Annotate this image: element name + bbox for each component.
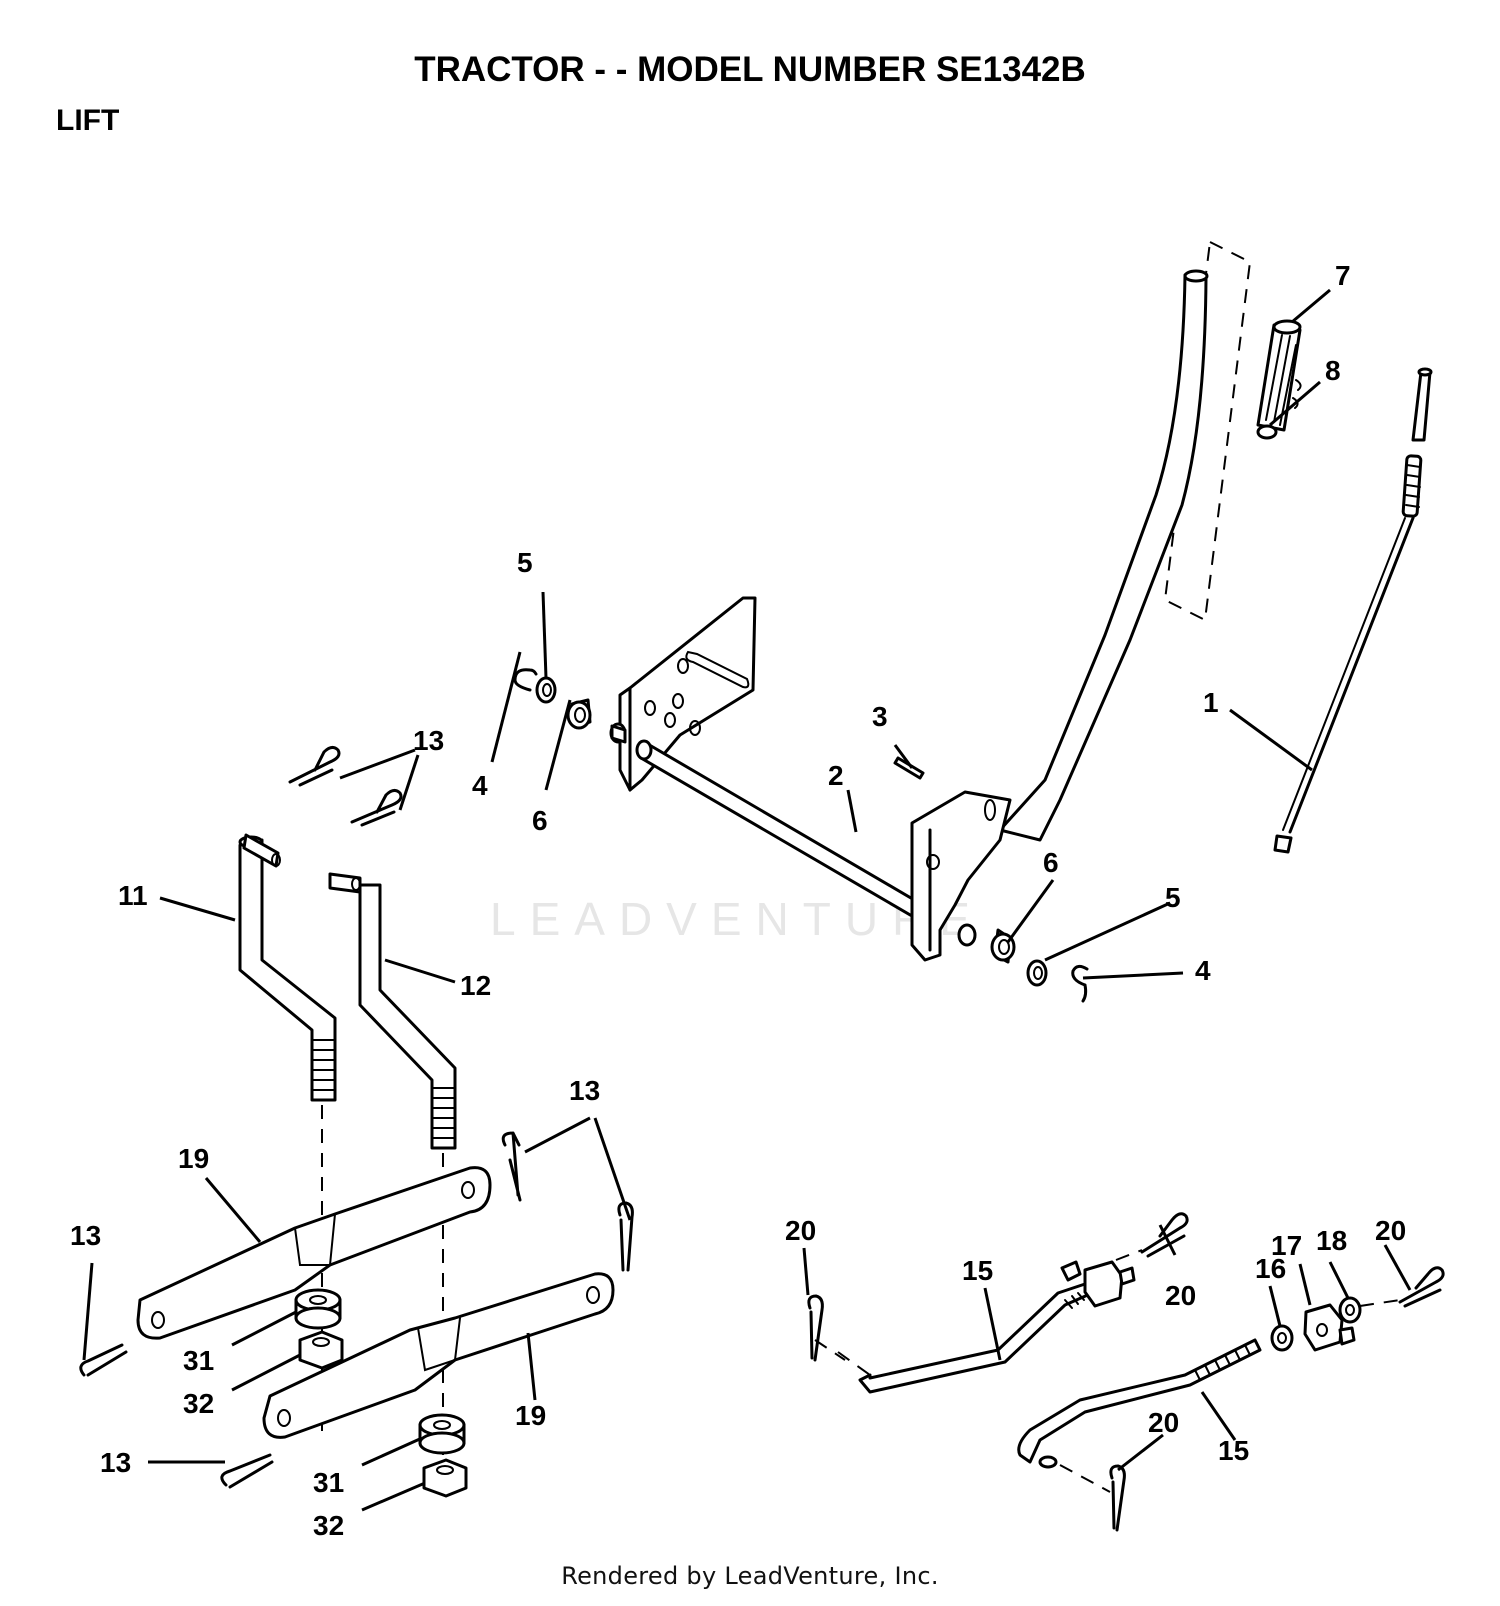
- part-5-washer-right: [1026, 959, 1048, 987]
- section-label: LIFT: [56, 104, 120, 137]
- part-11-lift-link: [238, 833, 337, 1102]
- part-31-spacer-right: [418, 1413, 466, 1455]
- callout-2: 2: [828, 760, 844, 791]
- callout-20-d: 20: [1148, 1407, 1179, 1438]
- part-32-nut-right: [422, 1458, 468, 1498]
- callout-19-upper: 19: [178, 1143, 209, 1174]
- leader-lines: [82, 288, 1412, 1512]
- callouts: 1 2 3 4 4 5 5 6 6 7 8 11 12 13 13 13 13 …: [70, 260, 1406, 1541]
- callout-11: 11: [118, 880, 148, 911]
- part-13-hairpin-6: [220, 1453, 274, 1489]
- mounting-plate: [618, 596, 757, 792]
- part-13-hairpin-3: [501, 1131, 522, 1202]
- part-6-bearing-left: [566, 698, 592, 730]
- callout-4-right: 4: [1195, 955, 1211, 986]
- part-13-hairpin-1: [288, 745, 341, 787]
- callout-5-right: 5: [1165, 882, 1181, 913]
- part-19-lift-arm-lower: [262, 1272, 615, 1439]
- part-13-hairpin-2: [350, 788, 403, 827]
- callout-13-a: 13: [413, 725, 444, 756]
- callout-5-left: 5: [517, 547, 533, 578]
- callout-4-left: 4: [472, 770, 488, 801]
- upper-rod-block: [1060, 1260, 1136, 1308]
- callout-13-d: 13: [100, 1447, 131, 1478]
- part-15-rod-upper: [837, 1282, 1092, 1394]
- part-17-trunnion: [1303, 1303, 1356, 1352]
- part-7-handle-grip: [1256, 319, 1302, 432]
- part-8-cap: [1256, 424, 1278, 440]
- callout-20-b: 20: [1165, 1280, 1196, 1311]
- callout-16: 16: [1255, 1253, 1286, 1284]
- callout-3: 3: [872, 701, 888, 732]
- part-12-lift-link: [328, 872, 457, 1150]
- callout-32-right: 32: [313, 1510, 344, 1541]
- callout-18: 18: [1316, 1225, 1347, 1256]
- part-31-spacer-left: [294, 1288, 342, 1330]
- callout-6-right: 6: [1043, 847, 1059, 878]
- callout-15-upper: 15: [962, 1255, 993, 1286]
- part-20-clip-1: [807, 1294, 846, 1362]
- part-1-lift-rod: [1273, 367, 1433, 854]
- part-15-rod-lower: [1017, 1338, 1262, 1469]
- part-18-washer: [1338, 1296, 1362, 1324]
- part-6-bearing-right: [957, 923, 1016, 964]
- callout-6-left: 6: [532, 805, 548, 836]
- callout-32-left: 32: [183, 1388, 214, 1419]
- lift-lever-tube: [998, 269, 1209, 842]
- callout-13-b: 13: [569, 1075, 600, 1106]
- part-13-hairpin-4: [617, 1201, 634, 1272]
- callout-19-lower: 19: [515, 1400, 546, 1431]
- callout-17: 17: [1271, 1230, 1302, 1261]
- callout-20-a: 20: [785, 1215, 816, 1246]
- part-4-retaining-ring-left: [513, 668, 538, 692]
- phantom-handle-outline: [1163, 240, 1252, 622]
- part-20-clip-2: [1115, 1212, 1189, 1261]
- diagram-title: TRACTOR - - MODEL NUMBER SE1342B: [414, 50, 1086, 89]
- part-4-retaining-ring-right: [1071, 964, 1089, 1003]
- part-3-roll-pin: [893, 756, 925, 780]
- part-19-lift-arm-upper: [136, 1166, 492, 1340]
- lever-bracket: [910, 790, 1012, 962]
- callout-31-left: 31: [183, 1345, 214, 1376]
- callout-8: 8: [1325, 355, 1341, 386]
- callout-13-c: 13: [70, 1220, 101, 1251]
- part-20-clip-3: [1359, 1266, 1445, 1308]
- part-16-washer: [1270, 1324, 1294, 1352]
- callout-7: 7: [1335, 260, 1351, 291]
- part-20-clip-4: [1059, 1464, 1126, 1532]
- footer-credit: Rendered by LeadVenture, Inc.: [561, 1562, 939, 1590]
- callout-31-right: 31: [313, 1467, 344, 1498]
- callout-15-lower: 15: [1218, 1435, 1249, 1466]
- part-13-hairpin-5: [79, 1343, 128, 1377]
- callout-1: 1: [1203, 687, 1219, 718]
- part-5-washer-left: [535, 676, 557, 704]
- callout-12: 12: [460, 970, 491, 1001]
- callout-20-c: 20: [1375, 1215, 1406, 1246]
- part-32-nut-left: [298, 1330, 344, 1370]
